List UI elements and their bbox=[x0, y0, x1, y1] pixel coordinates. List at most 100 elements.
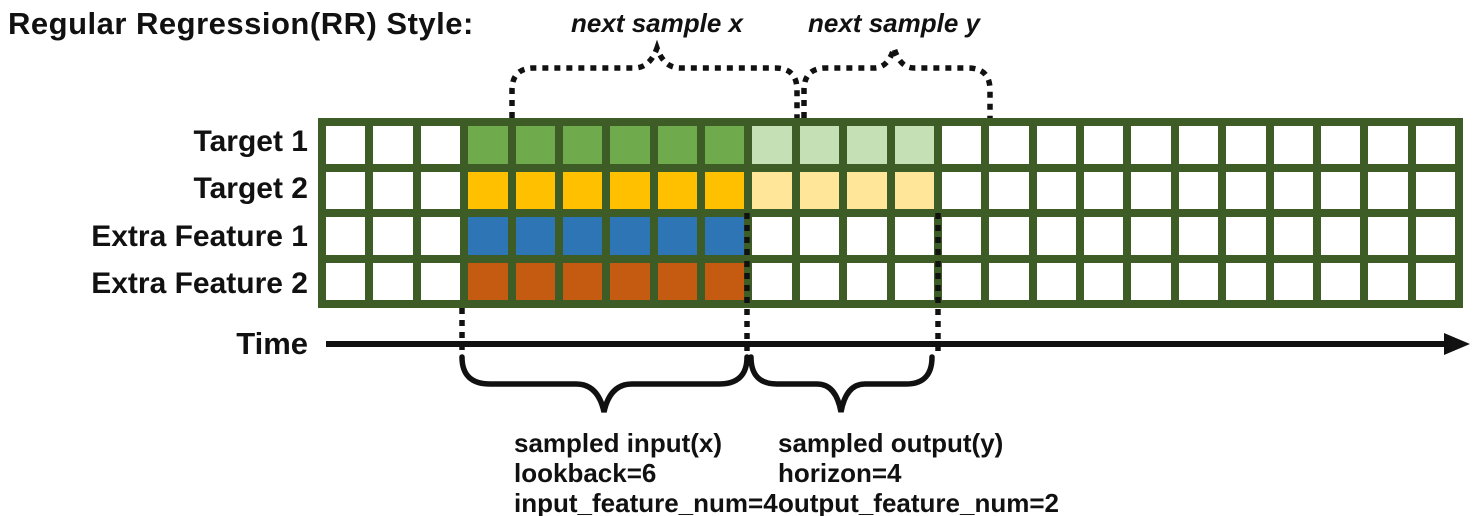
grid-cell bbox=[1084, 171, 1124, 209]
grid-cell bbox=[657, 171, 697, 209]
grid-cell bbox=[373, 126, 413, 164]
grid-cell bbox=[1036, 262, 1076, 300]
grid-cell bbox=[1178, 171, 1219, 209]
row-label-extra-feature-2: Extra Feature 2 bbox=[91, 267, 308, 300]
grid-cell bbox=[1415, 126, 1455, 164]
grid-cell bbox=[941, 171, 982, 209]
grid-cell bbox=[1415, 262, 1455, 300]
grid-cell bbox=[373, 171, 413, 209]
grid-cell bbox=[1273, 171, 1313, 209]
sampled-input-line-2: lookback=6 bbox=[514, 458, 657, 488]
grid-cell bbox=[1368, 171, 1408, 209]
grid-cell bbox=[989, 171, 1029, 209]
grid-cell bbox=[1415, 217, 1455, 255]
grid-cell bbox=[420, 126, 461, 164]
grid-cell bbox=[1131, 217, 1171, 255]
grid-cell bbox=[1226, 217, 1266, 255]
grid-cell bbox=[515, 171, 555, 209]
grid-cell bbox=[705, 262, 745, 300]
grid-cell bbox=[752, 217, 792, 255]
grid-cell bbox=[1131, 171, 1171, 209]
grid-cell bbox=[562, 126, 603, 164]
grid-cell bbox=[847, 126, 887, 164]
time-axis-arrow-icon bbox=[326, 333, 1470, 355]
grid-cell bbox=[373, 217, 413, 255]
grid-cell bbox=[1084, 262, 1124, 300]
next-sample-x-label: next sample x bbox=[571, 8, 743, 38]
grid-cell bbox=[562, 217, 603, 255]
grid-cell bbox=[752, 126, 792, 164]
grid-cell bbox=[705, 217, 745, 255]
grid-cell bbox=[1084, 126, 1124, 164]
grid-cell bbox=[1368, 262, 1408, 300]
grid-cell bbox=[326, 262, 366, 300]
grid-cell bbox=[468, 171, 508, 209]
grid-cell bbox=[562, 171, 603, 209]
grid-cell bbox=[1226, 126, 1266, 164]
grid-cell bbox=[847, 217, 887, 255]
grid-cell bbox=[515, 217, 555, 255]
grid-cell bbox=[799, 171, 840, 209]
grid-cell bbox=[1178, 126, 1219, 164]
grid-cell bbox=[799, 262, 840, 300]
grid-cell bbox=[799, 126, 840, 164]
grid-cell bbox=[705, 126, 745, 164]
next-sample-y-brace bbox=[801, 38, 993, 118]
grid-cell bbox=[657, 217, 697, 255]
grid-cell bbox=[894, 126, 934, 164]
grid-cell bbox=[941, 126, 982, 164]
row-label-extra-feature-1: Extra Feature 1 bbox=[91, 220, 308, 253]
grid-cell bbox=[1368, 217, 1408, 255]
sampled-input-caption: sampled input(x) lookback=6 input_featur… bbox=[514, 428, 778, 516]
grid-cell bbox=[326, 171, 366, 209]
grid-cell bbox=[1036, 126, 1076, 164]
grid-cell bbox=[1320, 217, 1361, 255]
grid-cell bbox=[941, 217, 982, 255]
diagram-title: Regular Regression(RR) Style: bbox=[8, 6, 474, 41]
grid-cell bbox=[326, 126, 366, 164]
row-label-target-2: Target 2 bbox=[193, 172, 308, 205]
grid-cell bbox=[610, 126, 650, 164]
grid-cell bbox=[326, 217, 366, 255]
grid-cell bbox=[1320, 262, 1361, 300]
grid-cell bbox=[468, 217, 508, 255]
grid-cell bbox=[1084, 217, 1124, 255]
grid-cell bbox=[515, 262, 555, 300]
grid-cell bbox=[989, 217, 1029, 255]
grid-cell bbox=[1273, 262, 1313, 300]
grid-cell bbox=[468, 126, 508, 164]
time-axis-label: Time bbox=[236, 326, 308, 361]
grid-cell bbox=[1368, 126, 1408, 164]
grid-cell bbox=[1226, 171, 1266, 209]
grid-cell bbox=[1036, 217, 1076, 255]
grid-cell bbox=[1273, 126, 1313, 164]
sampled-output-brace bbox=[748, 354, 935, 413]
grid-cell bbox=[657, 262, 697, 300]
grid-cell bbox=[1178, 262, 1219, 300]
grid-cell bbox=[1226, 262, 1266, 300]
grid-cell bbox=[373, 262, 413, 300]
grid-cell bbox=[894, 217, 934, 255]
grid-cell bbox=[610, 217, 650, 255]
grid-cell bbox=[1273, 217, 1313, 255]
grid-cell bbox=[1415, 171, 1455, 209]
sampled-output-line-1: sampled output(y) bbox=[778, 428, 1004, 458]
grid bbox=[318, 118, 1463, 308]
next-sample-y-label: next sample y bbox=[808, 8, 980, 38]
grid-cell bbox=[515, 126, 555, 164]
grid-cell bbox=[420, 171, 461, 209]
grid-cell bbox=[752, 262, 792, 300]
grid-cell bbox=[1178, 217, 1219, 255]
sampled-input-line-1: sampled input(x) bbox=[514, 428, 723, 458]
grid-cell bbox=[1320, 171, 1361, 209]
sampled-output-line-2: horizon=4 bbox=[778, 458, 902, 488]
grid-cell bbox=[610, 262, 650, 300]
next-sample-x-brace bbox=[509, 39, 800, 118]
grid-cell bbox=[705, 171, 745, 209]
grid-cell bbox=[752, 171, 792, 209]
grid-cell bbox=[894, 171, 934, 209]
grid-cell bbox=[1131, 126, 1171, 164]
grid-cell bbox=[420, 262, 461, 300]
grid-cell bbox=[847, 262, 887, 300]
